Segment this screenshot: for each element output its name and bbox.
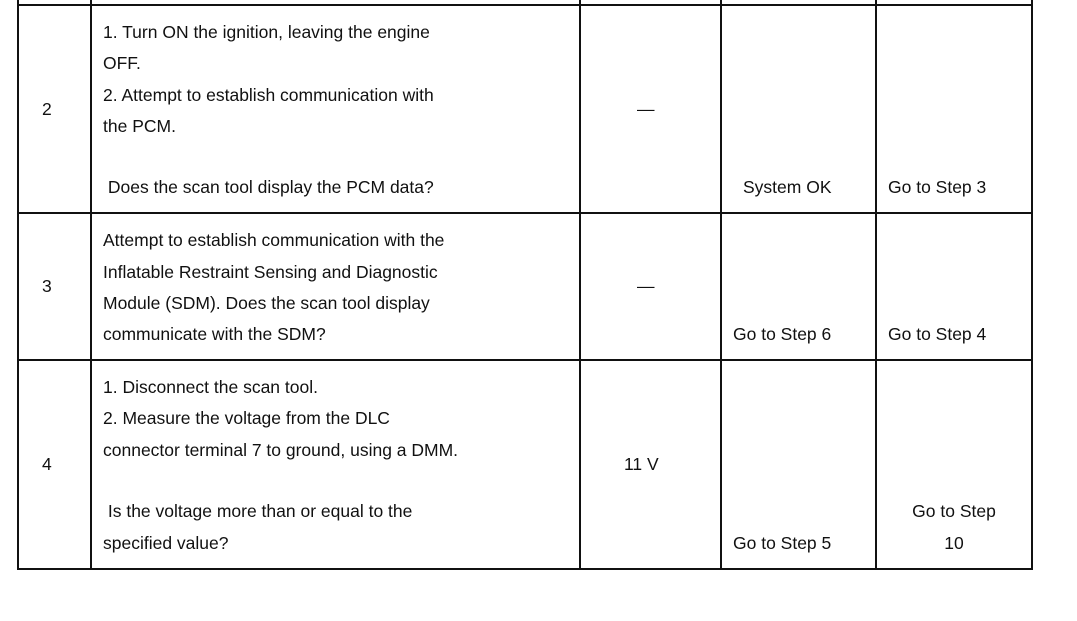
- column-divider: [90, 0, 92, 570]
- row-divider: [17, 212, 1033, 214]
- action-question: specified value?: [103, 533, 229, 553]
- action-question: Is the voltage more than or equal to the: [103, 501, 413, 521]
- yes-cell: System OK: [743, 177, 832, 197]
- row-divider: [17, 359, 1033, 361]
- row-divider: [17, 4, 1033, 6]
- step-number: 4: [42, 454, 52, 474]
- table-border-bottom: [17, 568, 1033, 570]
- column-divider: [720, 0, 722, 570]
- no-cell: Go to Step: [912, 501, 996, 521]
- action-text: OFF.: [103, 53, 141, 73]
- table-border-left: [17, 0, 19, 570]
- no-cell: Go to Step 3: [888, 177, 987, 197]
- step-number: 2: [42, 99, 52, 119]
- action-text: 1. Turn ON the ignition, leaving the eng…: [103, 22, 430, 42]
- value-cell: —: [637, 276, 655, 296]
- yes-cell: Go to Step 5: [733, 533, 832, 553]
- yes-cell: Go to Step 6: [733, 324, 832, 344]
- action-text: connector terminal 7 to ground, using a …: [103, 440, 459, 460]
- action-text: 1. Disconnect the scan tool.: [103, 377, 318, 397]
- action-text: 2. Measure the voltage from the DLC: [103, 408, 390, 428]
- step-number: 3: [42, 276, 52, 296]
- action-text: Module (SDM). Does the scan tool display: [103, 293, 430, 313]
- value-cell: 11 V: [624, 454, 659, 474]
- no-cell: 10: [944, 533, 964, 553]
- table-border-right: [1031, 0, 1033, 570]
- action-text: 2. Attempt to establish communication wi…: [103, 85, 434, 105]
- action-text: Attempt to establish communication with …: [103, 230, 445, 250]
- column-divider: [579, 0, 581, 570]
- action-text: Inflatable Restraint Sensing and Diagnos…: [103, 262, 438, 282]
- action-text: communicate with the SDM?: [103, 324, 326, 344]
- action-question: Does the scan tool display the PCM data?: [103, 177, 434, 197]
- value-cell: —: [637, 99, 655, 119]
- column-divider: [875, 0, 877, 570]
- no-cell: Go to Step 4: [888, 324, 987, 344]
- action-text: the PCM.: [103, 116, 176, 136]
